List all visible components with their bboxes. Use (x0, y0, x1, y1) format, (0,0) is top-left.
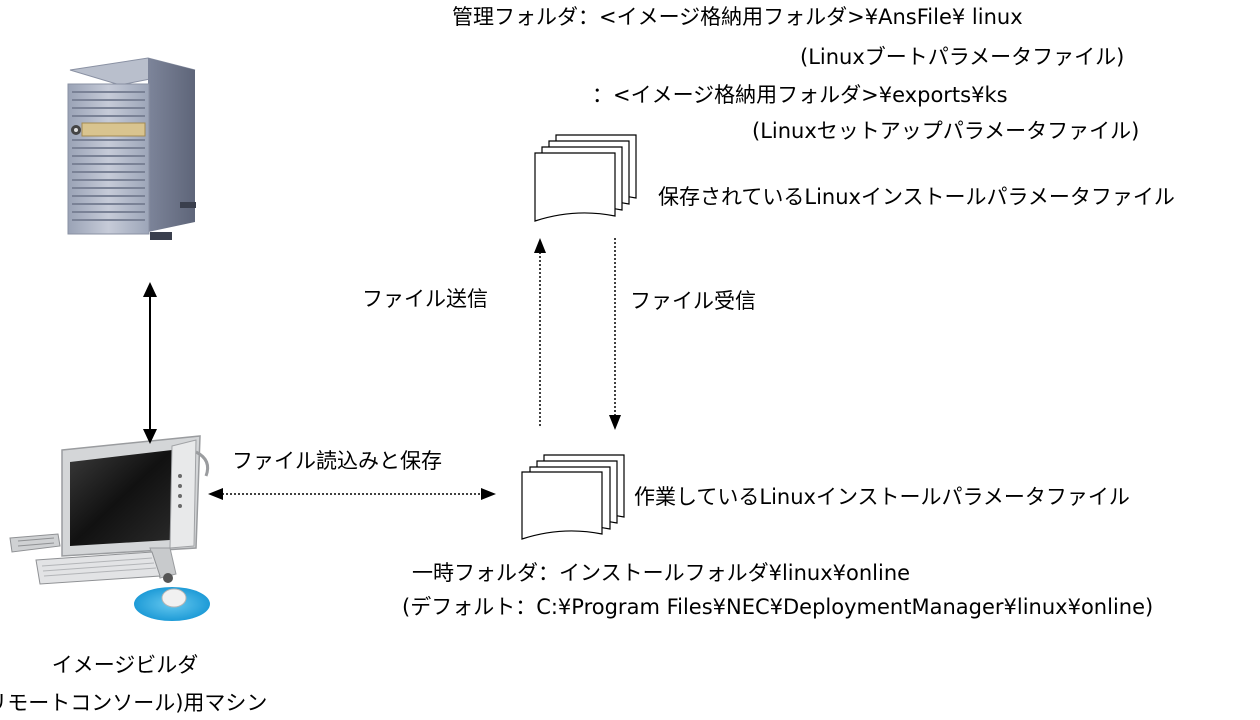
temp-folder-line2: (デフォルト：C:¥Program Files¥NEC¥DeploymentMa… (402, 595, 1154, 619)
receive-label: ファイル受信 (630, 289, 756, 313)
machine-label-line1: イメージビルダ (51, 653, 199, 677)
server-tower-icon (67, 57, 196, 240)
temp-folder-line1: 一時フォルダ：インストールフォルダ¥linux¥online (412, 561, 911, 585)
send-label: ファイル送信 (362, 287, 488, 311)
pc-workstation-icon (9, 435, 210, 621)
stored-file-label: 保存されているLinuxインストールパラメータファイル (658, 185, 1175, 209)
stored-file-stack-icon (534, 134, 637, 222)
read-save-label: ファイル読込みと保存 (232, 449, 442, 473)
receive-arrow (609, 238, 621, 430)
management-folder-line4: (Linuxセットアップパラメータファイル) (752, 119, 1140, 143)
working-file-stack-icon (521, 454, 625, 540)
management-folder-line3: ：<イメージ格納用フォルダ>¥exports¥ks (592, 83, 1008, 107)
working-file-label: 作業しているLinuxインストールパラメータファイル (634, 485, 1130, 509)
management-folder-line2: (Linuxブートパラメータファイル) (800, 45, 1125, 69)
send-arrow (534, 238, 546, 428)
management-folder-line1: 管理フォルダ：<イメージ格納用フォルダ>¥AnsFile¥ linux (452, 5, 1023, 29)
read-save-double-arrow (208, 488, 496, 500)
server-pc-double-arrow (143, 282, 157, 444)
machine-label-line2: (リモートコンソール)用マシン (0, 691, 268, 715)
